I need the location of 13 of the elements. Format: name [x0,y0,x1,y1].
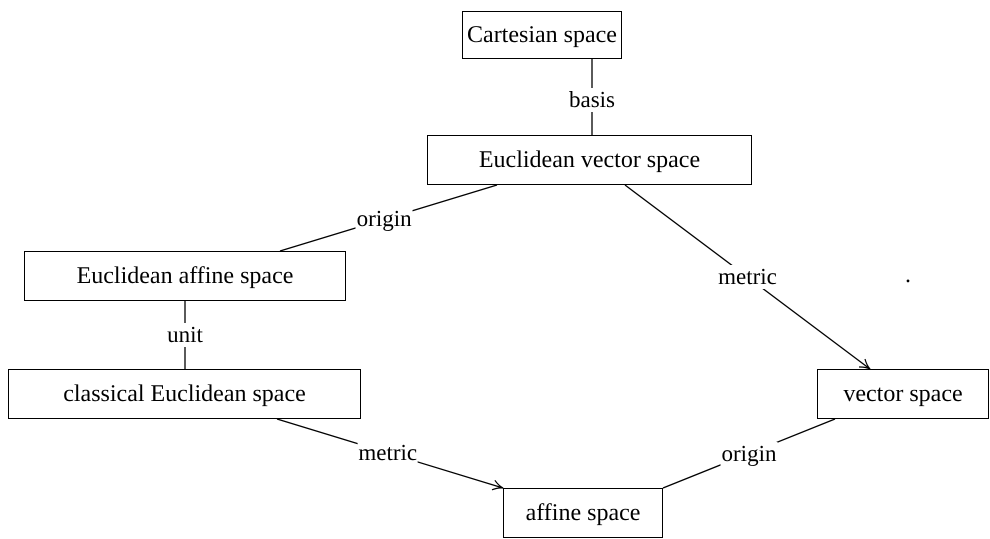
edge-label: metric [717,265,778,289]
node-box: Euclidean affine space [24,251,346,301]
node-box: Cartesian space [462,11,622,59]
node-box: classical Euclidean space [8,369,361,419]
edge-label: basis [568,88,616,112]
node-box: Euclidean vector space [427,135,752,185]
edge-label: origin [356,207,413,232]
edge-label: metric [357,440,418,465]
dot-mark: . [905,263,911,287]
node-box: vector space [817,369,989,419]
edge-label: unit [166,323,204,347]
edge-label: origin [720,442,778,466]
node-box: affine space [503,488,663,538]
